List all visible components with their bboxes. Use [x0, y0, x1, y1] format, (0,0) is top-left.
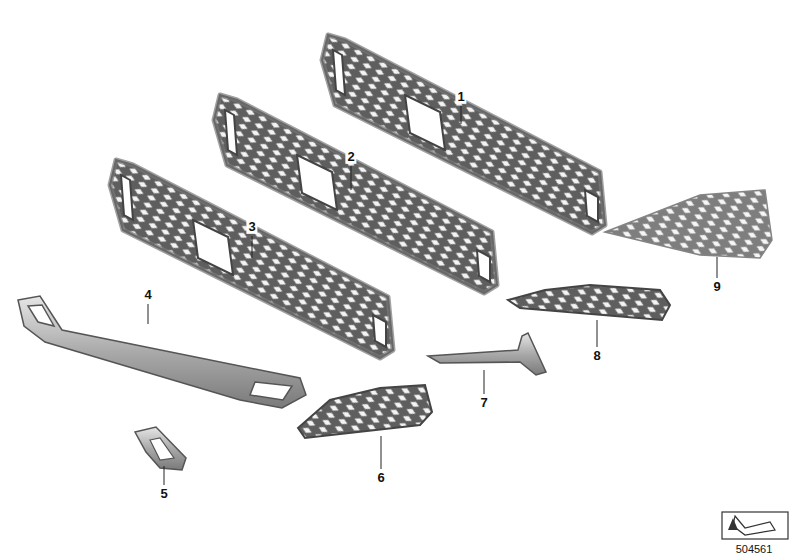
callout-number: 6 [375, 471, 386, 485]
callout-number: 8 [591, 349, 602, 363]
callout-number: 2 [345, 150, 356, 164]
callout-number: 4 [142, 288, 153, 302]
callout-number: 9 [711, 280, 722, 294]
trim-7 [428, 333, 546, 375]
callout-number: 1 [455, 90, 466, 104]
grille-3 [110, 160, 393, 358]
diagram-number: 504561 [734, 543, 775, 555]
view-icon [722, 512, 788, 539]
cover-9 [605, 190, 772, 258]
trim-5 [135, 427, 186, 470]
callout-number: 5 [158, 487, 169, 501]
leader-lines [148, 106, 717, 485]
callout-number: 3 [246, 220, 257, 234]
grille-8 [508, 285, 670, 320]
grille-6 [298, 385, 432, 438]
trim-strip-4 [18, 296, 306, 408]
callout-number: 7 [478, 396, 489, 410]
